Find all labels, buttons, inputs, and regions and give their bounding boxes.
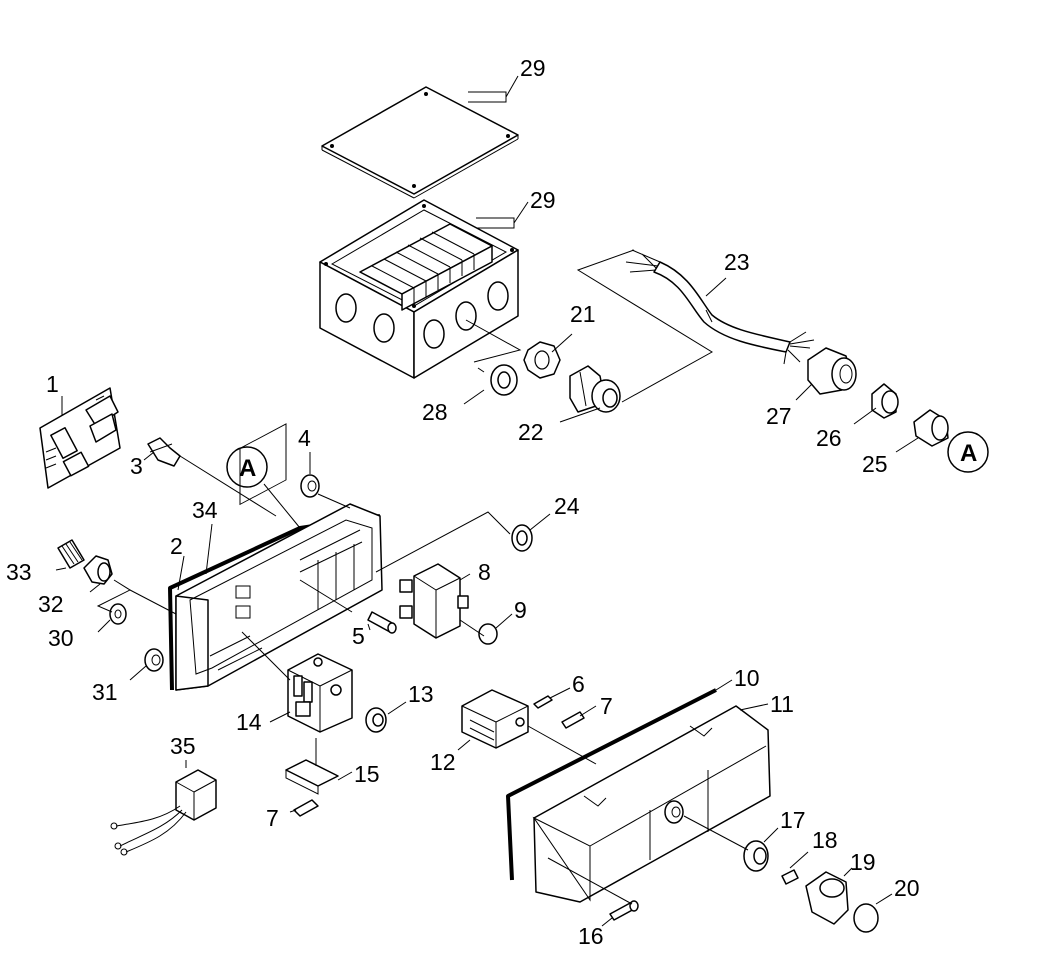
callout-11: 11 xyxy=(770,691,794,717)
junction-box-body xyxy=(319,199,519,379)
cable-gland-large xyxy=(807,347,857,395)
cable-gland xyxy=(569,365,621,413)
knob-cap xyxy=(853,903,879,933)
callout-35: 35 xyxy=(170,733,196,759)
contactor xyxy=(287,653,353,733)
callout-25: 25 xyxy=(862,451,888,477)
gland-nut xyxy=(871,383,899,419)
screw-small xyxy=(293,799,319,817)
callout-31: 31 xyxy=(92,679,118,705)
callout-7-bracket: 7 xyxy=(266,805,279,831)
callout-19: 19 xyxy=(850,849,876,875)
callout-30: 30 xyxy=(48,625,74,651)
callout-1: 1 xyxy=(46,371,59,397)
terminal-block xyxy=(359,223,493,311)
leader-lines xyxy=(55,75,919,927)
callout-32: 32 xyxy=(38,591,64,617)
callout-2: 2 xyxy=(170,533,183,559)
circuit-board xyxy=(39,387,121,489)
callout-10: 10 xyxy=(734,665,760,691)
plug-cap xyxy=(478,623,498,645)
callout-16: 16 xyxy=(578,923,604,949)
standoff xyxy=(300,474,320,498)
housing-cover xyxy=(506,688,771,903)
callout-6: 6 xyxy=(572,671,585,697)
callout-labels: 29 29 23 21 27 26 25 28 22 1 3 4 34 2 24… xyxy=(6,55,920,949)
grommet xyxy=(490,364,518,396)
bushing xyxy=(365,707,387,733)
callout-24: 24 xyxy=(554,493,580,519)
cover-screw xyxy=(609,900,639,921)
callout-21: 21 xyxy=(570,301,596,327)
reference-marker-a-left: A xyxy=(226,446,268,488)
callout-33: 33 xyxy=(6,559,32,585)
reference-label: A xyxy=(239,455,256,482)
callout-18: 18 xyxy=(812,827,838,853)
callout-13: 13 xyxy=(408,681,434,707)
cap xyxy=(144,648,164,672)
mounting-bracket xyxy=(285,759,339,795)
control-housing xyxy=(168,423,383,691)
callout-20: 20 xyxy=(894,875,920,901)
washer xyxy=(109,603,127,625)
junction-box-lid xyxy=(321,86,519,199)
locknut xyxy=(523,341,561,379)
pressure-switch xyxy=(399,563,469,639)
insert xyxy=(781,869,799,885)
callout-4: 4 xyxy=(298,425,311,451)
callout-12: 12 xyxy=(430,749,456,775)
callout-29-box: 29 xyxy=(530,187,556,213)
callout-14: 14 xyxy=(236,709,262,735)
reference-marker-a-right: A xyxy=(947,431,989,473)
callout-3: 3 xyxy=(130,453,143,479)
mounting-clip xyxy=(147,437,181,467)
callout-17: 17 xyxy=(780,807,806,833)
control-knob xyxy=(805,871,849,925)
callout-8: 8 xyxy=(478,559,491,585)
callout-22: 22 xyxy=(518,419,544,445)
callout-9: 9 xyxy=(514,597,527,623)
screw xyxy=(367,611,397,634)
gland-cap xyxy=(913,409,949,447)
threaded-nipple xyxy=(57,539,85,569)
callout-34: 34 xyxy=(192,497,218,523)
seal-bushing xyxy=(743,840,769,872)
callout-7-relay: 7 xyxy=(600,693,613,719)
callout-28: 28 xyxy=(422,399,448,425)
reference-label: A xyxy=(960,440,977,467)
fitting xyxy=(83,555,113,585)
relay-screw xyxy=(533,695,585,729)
callout-29-lid: 29 xyxy=(520,55,546,81)
callout-5: 5 xyxy=(352,623,365,649)
callout-15: 15 xyxy=(354,761,380,787)
cable xyxy=(625,249,815,365)
relay xyxy=(461,689,529,749)
callout-27: 27 xyxy=(766,403,792,429)
callout-23: 23 xyxy=(724,249,750,275)
seal-ring xyxy=(511,524,533,552)
noise-filter xyxy=(110,769,217,856)
callout-26: 26 xyxy=(816,425,842,451)
